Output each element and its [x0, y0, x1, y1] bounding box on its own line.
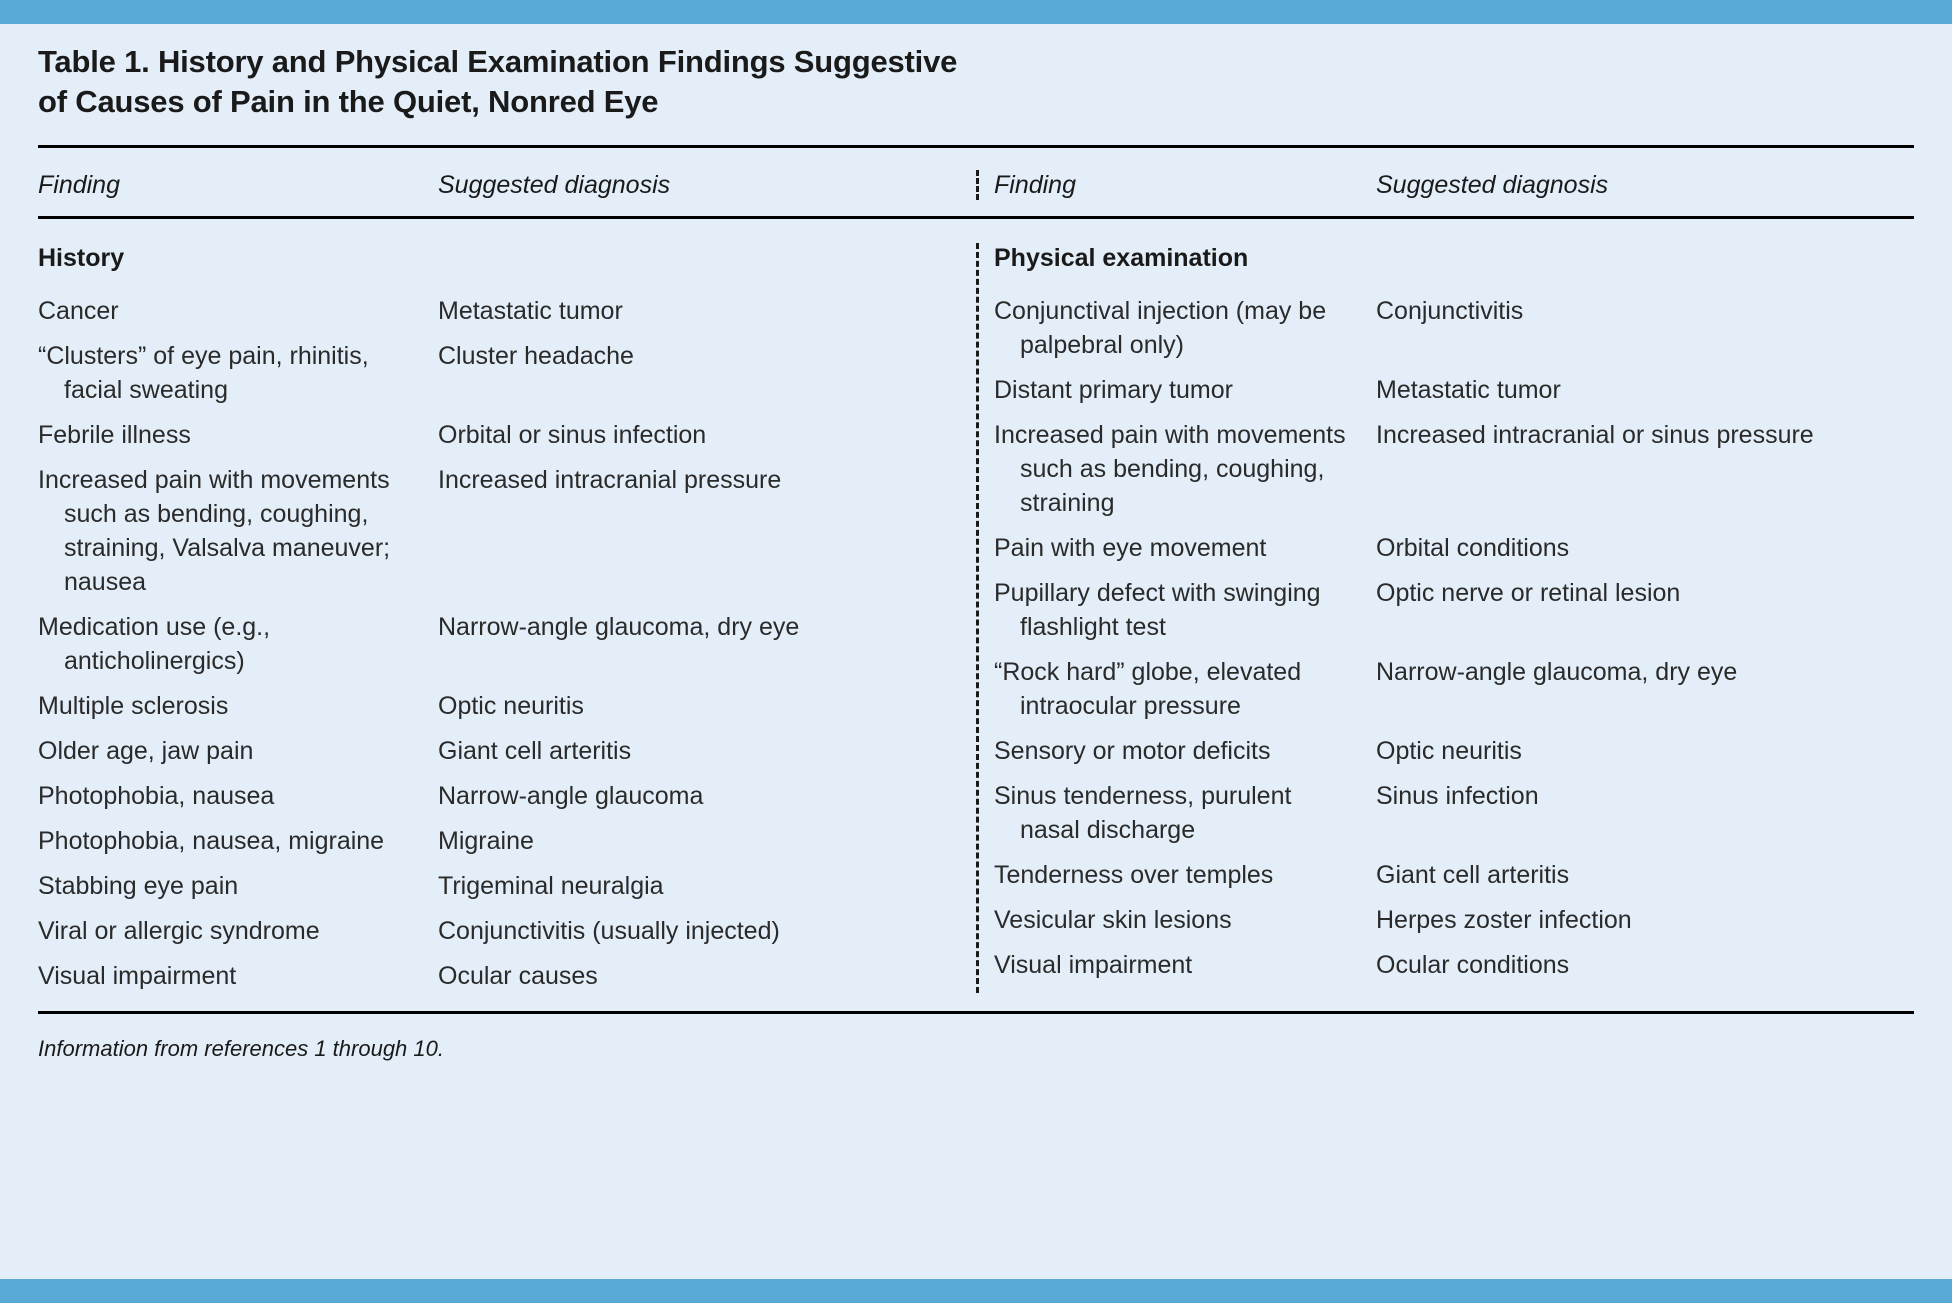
group-header-history: History [38, 243, 125, 272]
history-diagnosis-item: Cluster headache [438, 341, 634, 370]
physical-diagnosis-item: Increased intracranial or sinus pressure [1376, 420, 1814, 449]
history-finding-item: Cancer [38, 296, 119, 325]
history-finding-item: Stabbing eye pain [38, 871, 239, 900]
history-finding-list: Cancer “Clusters” of eye pain, rhinitis, … [38, 294, 412, 993]
physical-diagnosis-item: Giant cell arteritis [1376, 860, 1570, 889]
history-diagnosis-item: Narrow-angle glaucoma [438, 781, 704, 810]
physical-finding-item: Conjunctival injection (may be palpebral… [994, 296, 1327, 359]
physical-finding-item: Sensory or motor deficits [994, 736, 1271, 765]
history-finding-item: Photophobia, nausea, migraine [38, 826, 385, 855]
history-diagnosis-item: Giant cell arteritis [438, 736, 632, 765]
history-finding-item: Increased pain with movements such as be… [38, 465, 391, 596]
history-finding-item: Older age, jaw pain [38, 736, 254, 765]
column-header-finding-left: Finding [38, 170, 120, 199]
history-finding-item: Viral or allergic syndrome [38, 916, 320, 945]
physical-finding-list: Conjunctival injection (may be palpebral… [994, 294, 1350, 982]
physical-finding-item: Tenderness over temples [994, 860, 1274, 889]
physical-diagnosis-item: Narrow-angle glaucoma, dry eye [1376, 657, 1738, 686]
history-diagnosis-item: Optic neuritis [438, 691, 584, 720]
physical-finding-item: Increased pain with movements such as be… [994, 420, 1346, 517]
group-header-physical-spacer [1376, 243, 1914, 274]
physical-diagnosis-item: Conjunctivitis [1376, 296, 1524, 325]
physical-finding-item: Pain with eye movement [994, 533, 1267, 562]
physical-finding-item: Pupillary defect with swinging flashligh… [994, 578, 1321, 641]
history-diagnosis-item: Trigeminal neuralgia [438, 871, 664, 900]
physical-finding-item: Sinus tenderness, purulent nasal dischar… [994, 781, 1292, 844]
history-finding-item: Visual impairment [38, 961, 237, 990]
history-diagnosis-item: Narrow-angle glaucoma, dry eye [438, 612, 800, 641]
table-rule-top [38, 144, 1914, 148]
bottom-accent-bar [0, 1279, 1952, 1303]
physical-finding-item: “Rock hard” globe, elevated intraocular … [994, 657, 1302, 720]
history-diagnosis-item: Ocular causes [438, 961, 598, 990]
history-diagnosis-item: Increased intracranial pressure [438, 465, 782, 494]
physical-diagnosis-item: Ocular conditions [1376, 950, 1570, 979]
history-finding-item: Medication use (e.g., anticholinergics) [38, 612, 271, 675]
physical-diagnosis-item: Optic neuritis [1376, 736, 1522, 765]
physical-finding-item: Distant primary tumor [994, 375, 1233, 404]
history-finding-column: History Cancer “Clusters” of eye pain, rh… [38, 243, 438, 993]
column-header-finding-right: Finding [994, 170, 1076, 199]
history-finding-item: Multiple sclerosis [38, 691, 229, 720]
physical-finding-item: Vesicular skin lesions [994, 905, 1232, 934]
physical-finding-item: Visual impairment [994, 950, 1193, 979]
history-diagnosis-item: Metastatic tumor [438, 296, 623, 325]
physical-finding-column: Physical examination Conjunctival inject… [994, 243, 1376, 993]
column-divider-dashed-body [976, 242, 994, 993]
table-body: History Cancer “Clusters” of eye pain, rh… [38, 219, 1914, 1011]
table-footnote: Information from references 1 through 10… [38, 1035, 444, 1061]
table-rule-header [38, 215, 1914, 219]
history-diagnosis-item: Migraine [438, 826, 534, 855]
physical-diagnosis-item: Orbital conditions [1376, 533, 1570, 562]
physical-diagnosis-item: Metastatic tumor [1376, 375, 1561, 404]
top-accent-bar [0, 0, 1952, 24]
history-finding-item: Photophobia, nausea [38, 781, 275, 810]
physical-diagnosis-item: Sinus infection [1376, 781, 1539, 810]
table-rule-bottom [38, 1010, 1914, 1014]
history-finding-item: Febrile illness [38, 420, 191, 449]
group-header-history-spacer [438, 243, 950, 274]
table-header-row: Finding Suggested diagnosis Finding Sugg… [38, 148, 1914, 216]
column-header-diagnosis-right: Suggested diagnosis [1376, 170, 1609, 199]
table-container: Table 1. History and Physical Examinatio… [0, 24, 1952, 1279]
group-header-physical: Physical examination [994, 243, 1249, 272]
history-diagnosis-item: Conjunctivitis (usually injected) [438, 916, 780, 945]
table-title-line-2: of Causes of Pain in the Quiet, Nonred E… [38, 84, 659, 120]
physical-diagnosis-item: Optic nerve or retinal lesion [1376, 578, 1681, 607]
physical-diagnosis-item: Herpes zoster infection [1376, 905, 1632, 934]
history-diagnosis-item: Orbital or sinus infection [438, 420, 707, 449]
table-title-line-1: Table 1. History and Physical Examinatio… [38, 44, 958, 79]
column-header-diagnosis-left: Suggested diagnosis [438, 170, 671, 199]
table-title: Table 1. History and Physical Examinatio… [38, 24, 1914, 123]
column-divider-dashed-header [976, 169, 994, 200]
history-finding-item: “Clusters” of eye pain, rhinitis, facial… [38, 341, 369, 404]
